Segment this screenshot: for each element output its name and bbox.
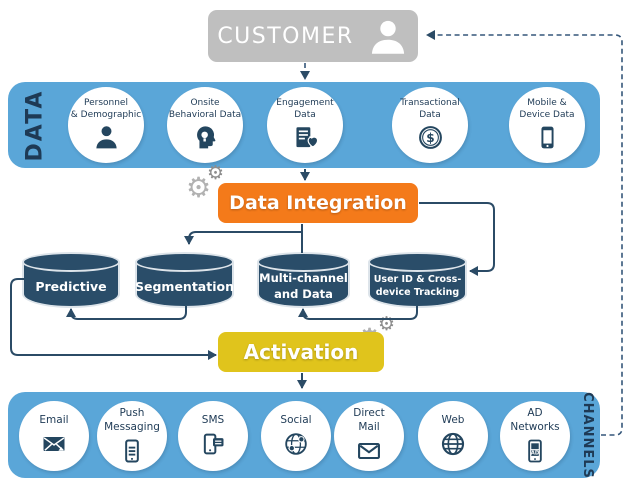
dollar-coin-icon: $ [416, 123, 445, 152]
connector-integration-to-segmentation [184, 231, 302, 245]
store-predictive: Predictive [22, 252, 120, 308]
smartphone-icon [533, 123, 562, 152]
data-item-label: Mobile &Device Data [519, 97, 575, 120]
data-item-personnel-demographic: Personnel& Demographic [68, 87, 144, 163]
cylinder-top [22, 252, 120, 272]
store-userid-tracking: User ID & Cross-device Tracking [368, 252, 467, 308]
activation-label: Activation [243, 340, 359, 364]
svg-text:AD: AD [531, 450, 539, 456]
channel-social: Social [261, 401, 331, 471]
channel-label: Email [39, 414, 69, 427]
person-icon [371, 20, 404, 54]
email-icon [40, 430, 68, 458]
channel-sms: SMS [178, 401, 248, 471]
direct-mail-icon [355, 437, 383, 465]
cylinder-top [257, 252, 350, 272]
sms-icon [199, 430, 227, 458]
data-integration-label: Data Integration [229, 192, 407, 214]
data-integration-box: Data Integration [218, 183, 418, 223]
store-label: Segmentation [135, 278, 234, 294]
data-item-mobile-device: Mobile &Device Data [509, 87, 585, 163]
engagement-doc-icon [291, 123, 320, 152]
channel-label: Social [280, 414, 312, 427]
customer-label: CUSTOMER [217, 23, 354, 49]
social-globe-icon [282, 430, 310, 458]
person-icon [92, 123, 121, 152]
channel-email: Email [19, 401, 89, 471]
store-label: User ID & Cross-device Tracking [373, 274, 462, 298]
data-item-label: Personnel& Demographic [70, 97, 142, 120]
ad-networks-icon: AD [521, 437, 549, 465]
customer-box: CUSTOMER [208, 10, 418, 62]
activation-box: Activation [218, 332, 384, 372]
store-label: Predictive [35, 278, 107, 294]
web-globe-icon [439, 430, 467, 458]
cylinder-top [135, 252, 234, 272]
channel-web: Web [418, 401, 488, 471]
channel-label: SMS [201, 414, 225, 427]
push-messaging-icon [118, 437, 146, 465]
channel-label: Web [441, 414, 465, 427]
behavioral-head-icon [191, 123, 220, 152]
store-segmentation: Segmentation [135, 252, 234, 308]
svg-text:$: $ [426, 131, 434, 145]
